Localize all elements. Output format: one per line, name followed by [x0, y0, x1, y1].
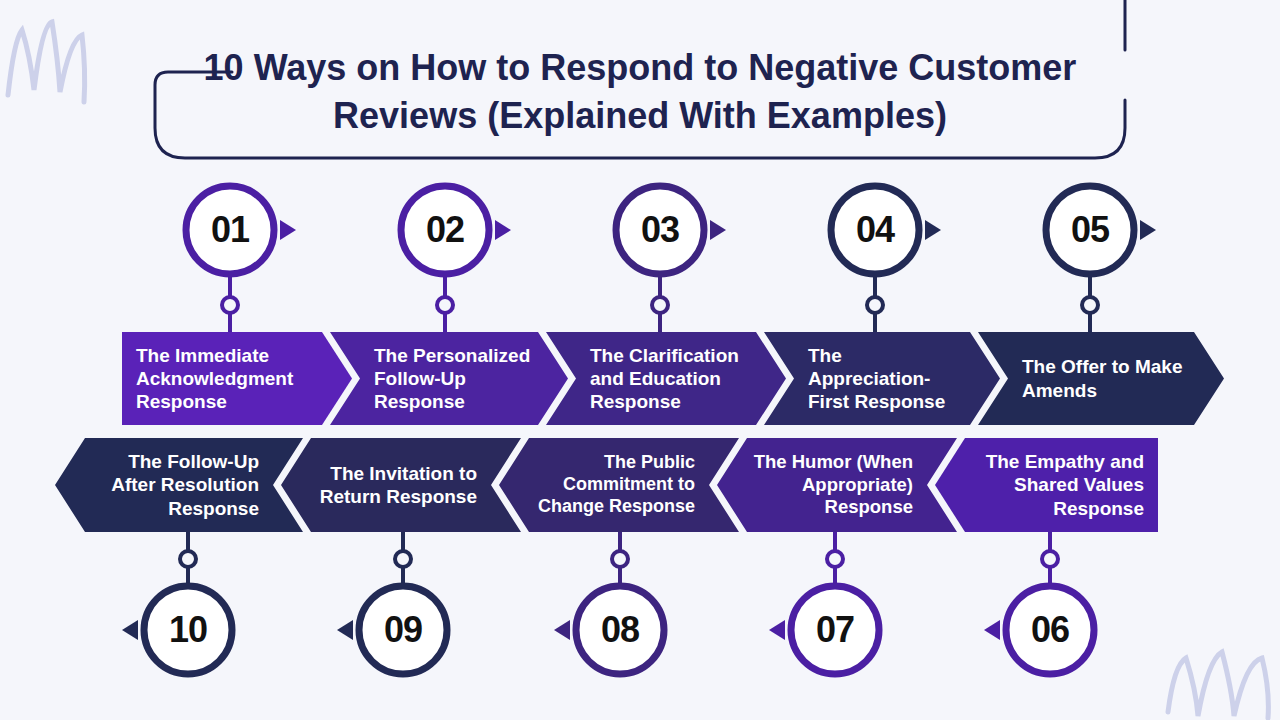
number-circle: 07 [787, 582, 883, 678]
number-circle: 01 [182, 182, 278, 278]
step-label: The Appreciation-First Response [808, 344, 964, 414]
pin-ring [652, 297, 668, 313]
pointer-triangle [495, 220, 511, 240]
pointer-triangle [710, 220, 726, 240]
arrow-banner: The Invitation to Return Response [281, 438, 521, 532]
pointer-triangle [122, 620, 138, 640]
pointer-triangle [554, 620, 570, 640]
pointer-triangle [984, 620, 1000, 640]
callout-number: 05 [1042, 212, 1138, 248]
pointer-triangle [925, 220, 941, 240]
banner-outline [281, 438, 521, 532]
step-label: The Immediate Acknowledgment Response [136, 344, 316, 414]
banner-fill [122, 332, 352, 425]
stem-connector [1042, 532, 1058, 583]
number-circle: 05 [1042, 182, 1138, 278]
title-frame [1124, 0, 1127, 50]
step-label: The Public Commitment to Change Response [535, 452, 695, 518]
number-circle: 02 [397, 182, 493, 278]
number-circle: 04 [827, 182, 923, 278]
squiggle [1168, 652, 1268, 718]
stem-connector [652, 277, 668, 332]
pin-ring [827, 551, 843, 567]
stem-connector [867, 277, 883, 332]
arrow-banner: The Appreciation-First Response [764, 332, 1000, 425]
number-circle: 08 [572, 582, 668, 678]
step-label: The Offer to Make Amends [1022, 355, 1188, 401]
stem-connector [395, 532, 411, 583]
banner-fill [978, 332, 1224, 425]
number-circle: 10 [140, 582, 236, 678]
number-circle: 09 [355, 582, 451, 678]
number-circle: 06 [1002, 582, 1098, 678]
step-label: The Clarification and Education Response [590, 344, 750, 414]
pointer-triangle [1140, 220, 1156, 240]
arrow-banner: The Personalized Follow-Up Response [330, 332, 568, 425]
pin-ring [867, 297, 883, 313]
title: 10 Ways on How to Respond to Negative Cu… [190, 44, 1090, 139]
arrow-banner: The Clarification and Education Response [546, 332, 786, 425]
banner-fill [717, 438, 957, 532]
banner-fill [546, 332, 786, 425]
arrow-banner: The Offer to Make Amends [978, 332, 1224, 425]
stem-connector [1082, 277, 1098, 332]
pointer-triangle [769, 620, 785, 640]
pin-ring [1042, 551, 1058, 567]
arrow-banner: The Immediate Acknowledgment Response [122, 332, 352, 425]
number-circle: 03 [612, 182, 708, 278]
callout-number: 07 [787, 612, 883, 648]
banner-outline [978, 332, 1224, 425]
pin-ring [222, 297, 238, 313]
callout-number: 01 [182, 212, 278, 248]
callout-number: 09 [355, 612, 451, 648]
pin-ring [1082, 297, 1098, 313]
pointer-triangle [280, 220, 296, 240]
arrow-banner: The Humor (When Appropriate) Response [717, 438, 957, 532]
stem-connector [612, 532, 628, 583]
banner-fill [935, 438, 1158, 532]
stem-connector [437, 277, 453, 332]
step-label: The Follow-Up After Resolution Response [91, 450, 259, 520]
step-label: The Personalized Follow-Up Response [374, 344, 532, 414]
pin-ring [180, 551, 196, 567]
callout-number: 10 [140, 612, 236, 648]
pin-ring [612, 551, 628, 567]
pointer-triangle [337, 620, 353, 640]
step-label: The Humor (When Appropriate) Response [753, 451, 913, 519]
pin-ring [395, 551, 411, 567]
callout-number: 08 [572, 612, 668, 648]
squiggle [8, 22, 85, 102]
stem-connector [827, 532, 843, 583]
arrow-banner: The Public Commitment to Change Response [499, 438, 739, 532]
banner-fill [281, 438, 521, 532]
arrow-banner: The Follow-Up After Resolution Response [55, 438, 303, 532]
banner-fill [499, 438, 739, 532]
pin-ring [437, 297, 453, 313]
step-label: The Invitation to Return Response [317, 462, 477, 508]
callout-number: 04 [827, 212, 923, 248]
banner-fill [55, 438, 303, 532]
step-label: The Empathy and Shared Values Response [971, 450, 1144, 520]
banner-fill [330, 332, 568, 425]
stem-connector [180, 532, 196, 583]
banner-fill [764, 332, 1000, 425]
callout-number: 06 [1002, 612, 1098, 648]
callout-number: 03 [612, 212, 708, 248]
callout-number: 02 [397, 212, 493, 248]
stem-connector [222, 277, 238, 332]
arrow-banner: The Empathy and Shared Values Response [935, 438, 1158, 532]
